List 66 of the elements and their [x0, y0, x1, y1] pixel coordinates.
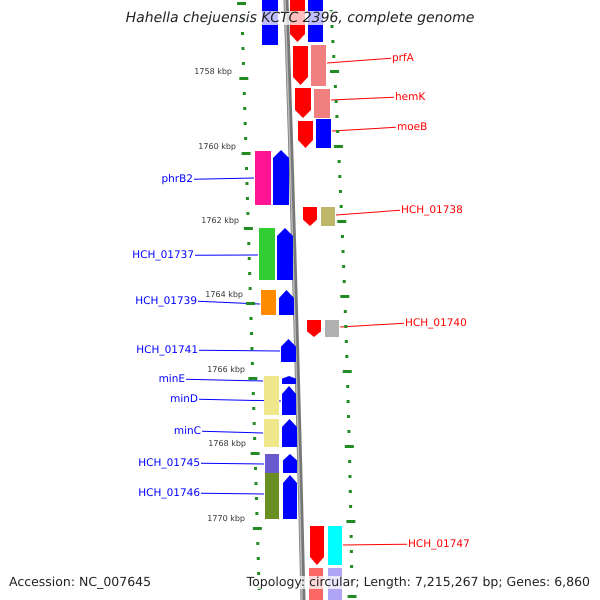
- gene-label: hemK: [395, 92, 426, 102]
- gene-block: [282, 386, 296, 415]
- leader-line: [186, 378, 264, 382]
- gene-label: prfA: [392, 53, 414, 64]
- gene-label: phrB2: [161, 174, 193, 184]
- gene-label: HCH_01741: [136, 345, 198, 356]
- leader-line: [194, 254, 258, 256]
- gene-block: [277, 228, 293, 280]
- axis-tick-label: 1762 kbp: [201, 217, 239, 225]
- leader-line: [332, 126, 396, 132]
- gene-block: [264, 419, 279, 447]
- leader-line: [336, 210, 400, 216]
- gene-label: HCH_01746: [138, 488, 200, 498]
- gene-block: [255, 151, 271, 205]
- gene-block: [325, 320, 339, 337]
- gene-block: [281, 339, 296, 362]
- gene-block: [261, 290, 276, 315]
- leader-line: [326, 58, 392, 64]
- gene-label: minD: [170, 394, 198, 404]
- gene-block: [282, 376, 296, 384]
- gene-label: HCH_01739: [135, 296, 197, 306]
- gene-block: [282, 419, 297, 447]
- gene-block: [298, 121, 313, 148]
- gene-label: HCH_01747: [408, 539, 470, 550]
- gene-label: moeB: [397, 122, 428, 132]
- gene-block: [314, 89, 330, 118]
- gene-label: HCH_01740: [405, 318, 467, 328]
- gene-label: HCH_01737: [132, 250, 194, 260]
- axis-tick-label: 1770 kbp: [207, 515, 245, 523]
- axis-tick-label: 1760 kbp: [198, 143, 236, 151]
- leader-line: [202, 430, 264, 434]
- gene-block: [283, 475, 297, 519]
- leader-line: [340, 322, 404, 328]
- gene-label: minC: [174, 426, 201, 436]
- footer-note: Topology: circular; Length: 7,215,267 bp; Genes: 6,860: [246, 576, 590, 588]
- gene-block: [328, 526, 342, 565]
- leader-line: [198, 350, 280, 352]
- gene-block: [310, 526, 324, 565]
- axis-tick-label: 1766 kbp: [207, 366, 245, 374]
- gene-block: [283, 454, 297, 473]
- gene-block: [316, 119, 331, 148]
- gene-label: HCH_01738: [401, 205, 463, 216]
- gene-label: minE: [158, 374, 185, 384]
- gene-block: [265, 473, 279, 519]
- leader-line: [194, 178, 254, 180]
- gene-block: [259, 228, 275, 280]
- gene-block: [264, 376, 279, 415]
- footer-note: Accession: NC_007645: [9, 576, 152, 588]
- axis-tick-label: 1768 kbp: [208, 440, 246, 448]
- gene-block: [303, 207, 317, 226]
- leader-line: [198, 300, 260, 304]
- leader-line: [200, 462, 264, 464]
- gene-block: [321, 207, 335, 226]
- gene-block: [311, 45, 326, 86]
- gene-block: [293, 46, 308, 85]
- leader-line: [330, 96, 394, 100]
- gene-block: [295, 88, 311, 118]
- gene-label: HCH_01745: [138, 458, 200, 468]
- gene-block: [265, 454, 279, 473]
- axis-tick-label: 1758 kbp: [194, 68, 232, 76]
- leader-line: [200, 492, 264, 494]
- gene-block: [273, 150, 289, 205]
- axis-tick-label: 1764 kbp: [205, 291, 243, 299]
- gene-block: [307, 320, 321, 337]
- gene-block: [279, 290, 294, 315]
- leader-line: [342, 544, 408, 546]
